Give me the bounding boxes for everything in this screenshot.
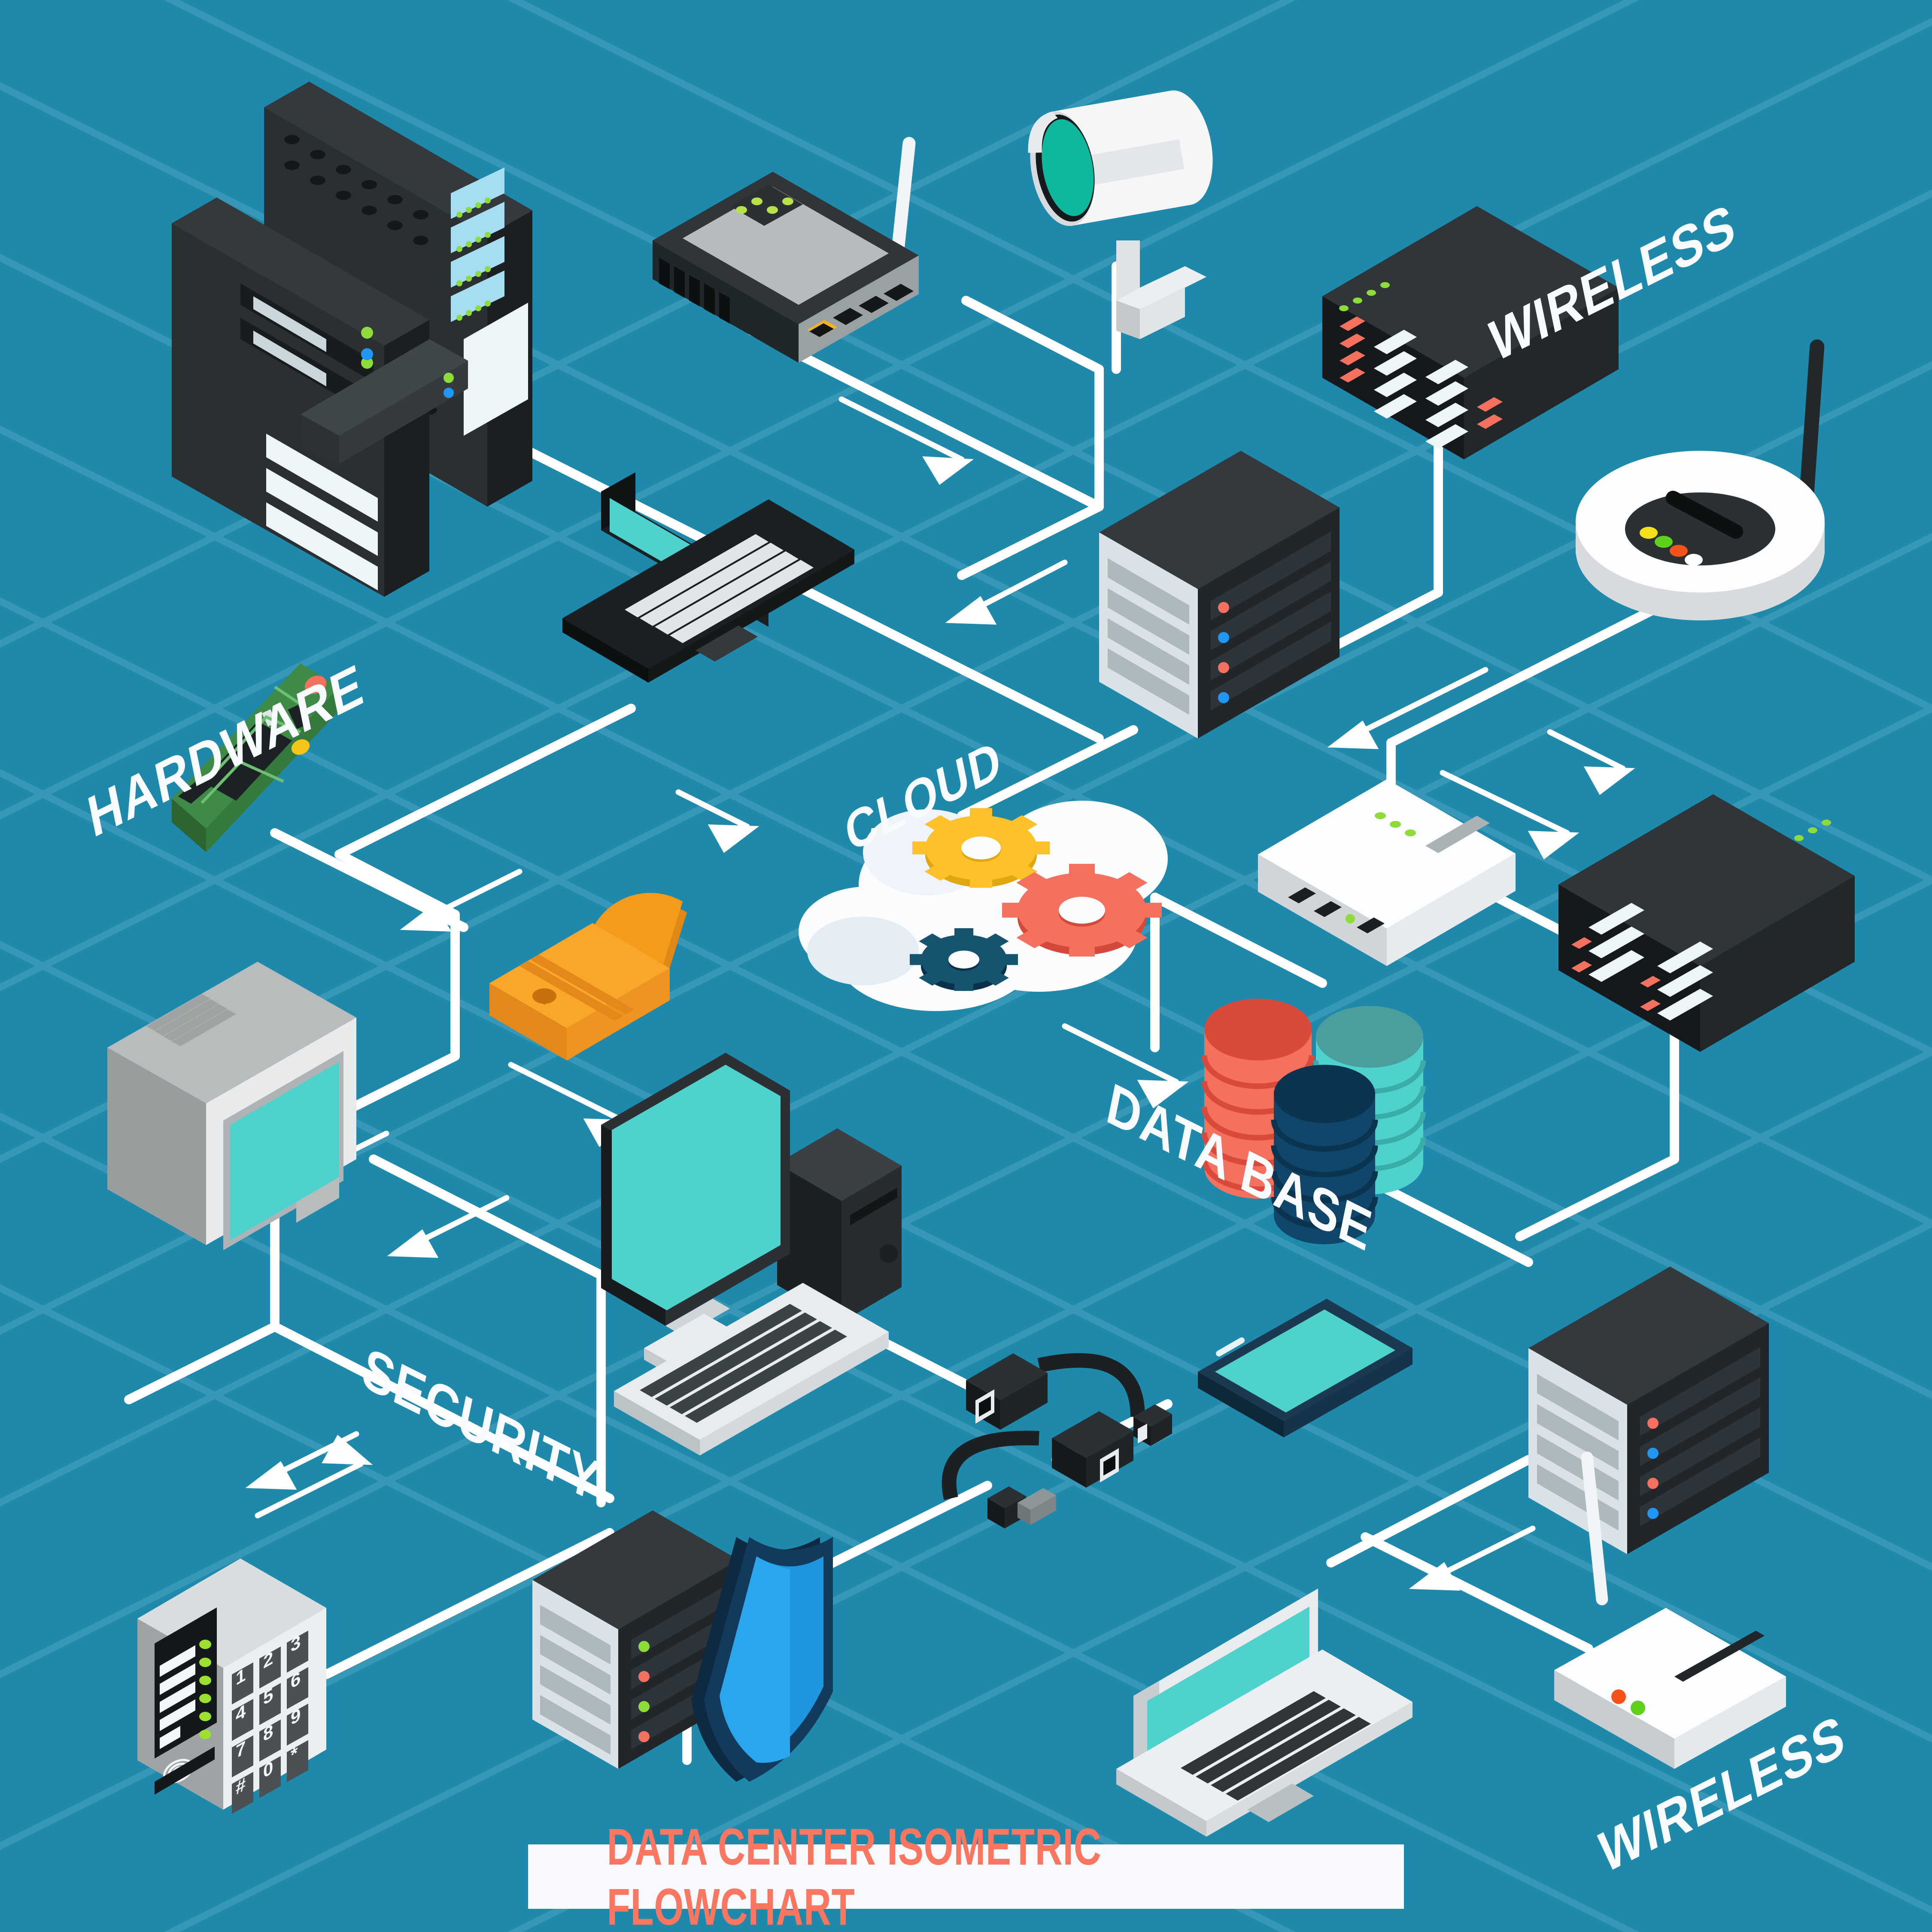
svg-text:3: 3 bbox=[291, 1631, 301, 1657]
circuit-board[interactable] bbox=[172, 663, 339, 852]
server-rack-cluster[interactable] bbox=[172, 82, 532, 597]
cloud-services[interactable] bbox=[799, 801, 1168, 1011]
shield-icon[interactable] bbox=[691, 1537, 833, 1782]
laptop[interactable] bbox=[562, 472, 854, 683]
server-tower[interactable] bbox=[1099, 451, 1340, 738]
svg-text:5: 5 bbox=[263, 1683, 273, 1710]
svg-text:1: 1 bbox=[236, 1664, 246, 1690]
server-tower[interactable] bbox=[1528, 1267, 1769, 1554]
smartphone[interactable] bbox=[1198, 1299, 1413, 1437]
svg-text:4: 4 bbox=[236, 1700, 246, 1726]
svg-text:*: * bbox=[291, 1742, 298, 1766]
svg-text:9: 9 bbox=[291, 1704, 301, 1730]
access-keypad[interactable]: 1 2 3 4 5 6 7 8 9 # 0 * bbox=[137, 1558, 326, 1814]
db-cylinder-navy bbox=[1271, 1065, 1378, 1244]
desktop-computer[interactable] bbox=[601, 1053, 902, 1455]
security-camera[interactable] bbox=[1022, 85, 1221, 339]
modem[interactable] bbox=[1258, 779, 1516, 966]
laptop[interactable] bbox=[1116, 1589, 1413, 1837]
network-switch[interactable] bbox=[1322, 206, 1619, 459]
page-title: DATA CENTER ISOMETRIC FLOWCHART bbox=[607, 1817, 1102, 1932]
rack-switch[interactable] bbox=[1558, 794, 1855, 1052]
svg-text:0: 0 bbox=[263, 1756, 273, 1783]
svg-text:2: 2 bbox=[263, 1647, 273, 1673]
svg-text:8: 8 bbox=[263, 1720, 273, 1746]
wireless-router-antenna[interactable] bbox=[653, 136, 919, 363]
gear-navy bbox=[910, 928, 1018, 991]
gear-yellow bbox=[912, 808, 1050, 888]
crt-monitor[interactable] bbox=[107, 962, 356, 1250]
title-banner: DATA CENTER ISOMETRIC FLOWCHART bbox=[528, 1817, 1404, 1932]
wireless-router[interactable] bbox=[1554, 1451, 1786, 1769]
keypad-keys: 1 2 3 4 5 6 7 8 9 # 0 * bbox=[232, 1631, 308, 1814]
padlock[interactable] bbox=[489, 893, 687, 1060]
svg-text:#: # bbox=[236, 1773, 246, 1799]
svg-text:7: 7 bbox=[236, 1737, 246, 1763]
gear-red bbox=[1002, 864, 1162, 957]
usb-ethernet-adapters[interactable] bbox=[942, 1353, 1172, 1528]
database-cylinders[interactable] bbox=[1201, 999, 1426, 1244]
svg-text:6: 6 bbox=[291, 1667, 301, 1693]
wifi-router-oval[interactable] bbox=[1576, 339, 1825, 620]
secured-server[interactable] bbox=[532, 1510, 833, 1782]
